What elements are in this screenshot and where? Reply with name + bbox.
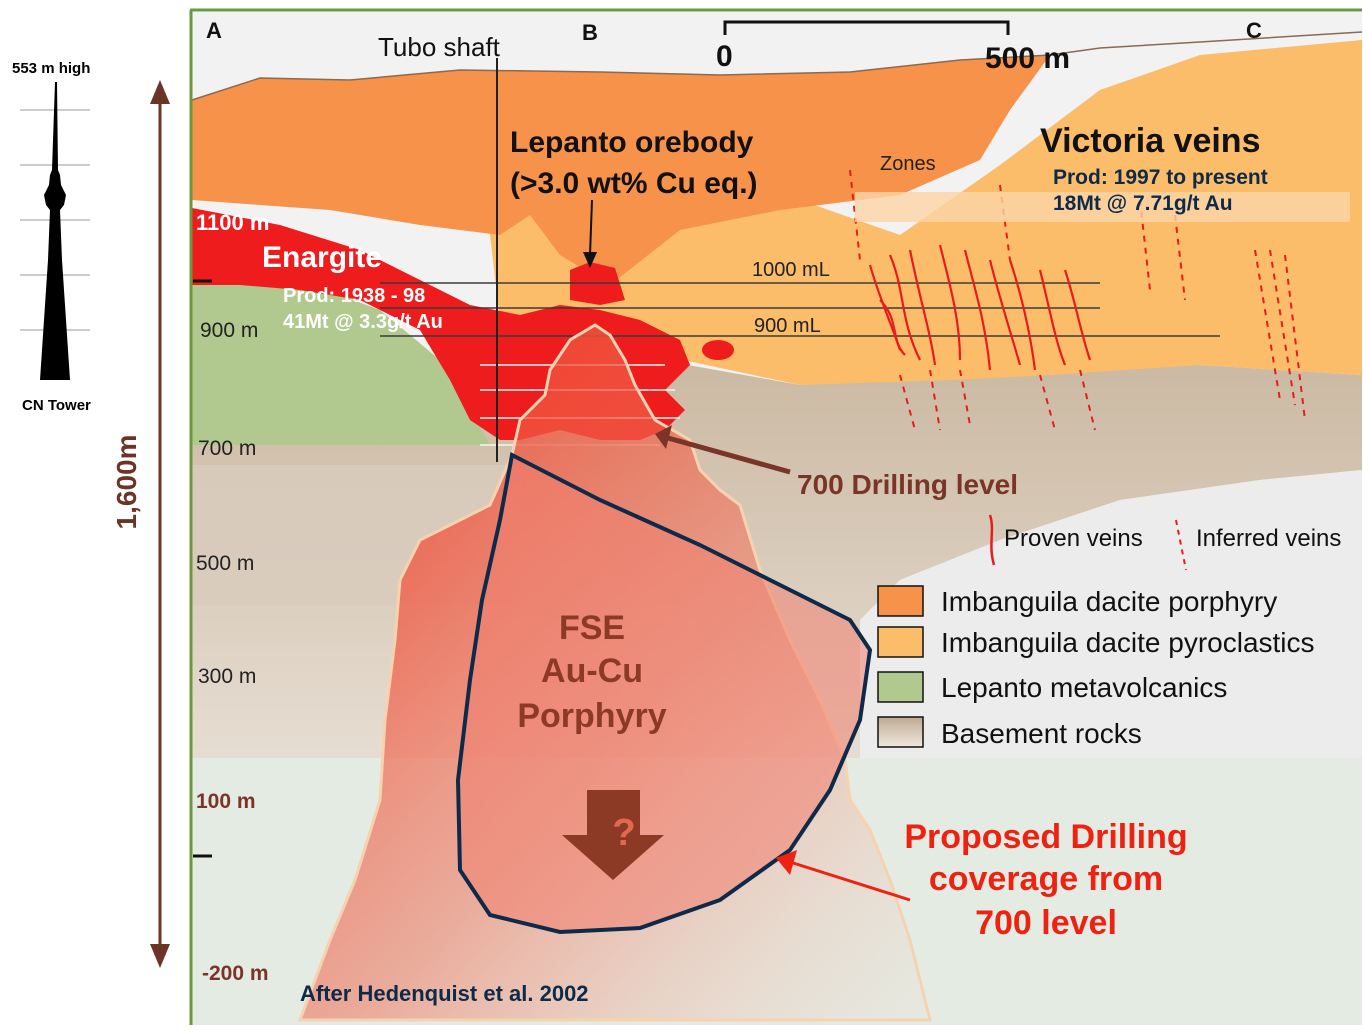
- enargite-title: Enargite: [262, 241, 382, 274]
- cn-tower-icon: [20, 82, 90, 380]
- point-b-label: B: [582, 20, 598, 45]
- inferred-veins: [849, 169, 1306, 431]
- scale-end-label: 500 m: [985, 42, 1070, 75]
- legend-swatch-pyroclastics: [877, 626, 924, 658]
- proven-veins: [868, 244, 1092, 371]
- elev-500: 500 m: [196, 552, 254, 575]
- fse-line3: Porphyry: [517, 697, 666, 735]
- elev-300: 300 m: [198, 665, 256, 688]
- victoria-band: [855, 192, 1350, 222]
- legend-metavolcanics-label: Lepanto metavolcanics: [941, 672, 1227, 703]
- dacite-pyroclastics: [480, 40, 1362, 385]
- legend-porphyry-label: Imbanguila dacite porphyry: [941, 586, 1277, 617]
- ore-pod-small: [702, 340, 734, 360]
- proposed-line3: 700 level: [975, 904, 1117, 942]
- proposed-line1: Proposed Drilling: [904, 818, 1187, 856]
- point-c-label: C: [1246, 18, 1262, 43]
- legend-swatch-porphyry: [877, 585, 924, 617]
- tower-height-label: 553 m high: [12, 60, 90, 77]
- height-span-arrow: [150, 80, 170, 968]
- surface-line: [191, 31, 1363, 101]
- question-mark: ?: [612, 812, 635, 854]
- elev-900: 900 m: [200, 319, 258, 342]
- point-a-label: A: [206, 18, 222, 43]
- lepanto-pointer-arrow: [583, 199, 597, 268]
- credit-label: After Hedenquist et al. 2002: [300, 981, 589, 1006]
- legend-swatch-metavolcanics: [877, 671, 924, 703]
- victoria-title: Victoria veins: [1040, 122, 1261, 160]
- enargite-prod: Prod: 1938 - 98: [283, 285, 425, 307]
- level-1000-label: 1000 mL: [752, 259, 830, 281]
- right-blank-zone: [860, 470, 1362, 758]
- legend-inferred-label: Inferred veins: [1196, 525, 1341, 552]
- legend-inferred-swatch: [1175, 519, 1187, 571]
- shaft-label: Tubo shaft: [378, 32, 501, 62]
- enargite-grade: 41Mt @ 3.3g/t Au: [283, 311, 443, 333]
- fse-line1: FSE: [559, 609, 625, 647]
- tower-name-label: CN Tower: [22, 397, 91, 414]
- proposed-pointer-arrow: [776, 850, 911, 902]
- proposed-line2: coverage from: [929, 860, 1163, 898]
- question-arrow: [562, 790, 664, 880]
- victoria-prod: Prod: 1997 to present: [1053, 166, 1268, 189]
- legend-proven-swatch: [988, 514, 996, 566]
- legend-basement-label: Basement rocks: [941, 718, 1142, 749]
- scale-zero-label: 0: [716, 40, 733, 73]
- level-900-label: 900 mL: [754, 315, 821, 337]
- zones-label: Zones: [880, 153, 936, 175]
- legend-pyroclastics-label: Imbanguila dacite pyroclastics: [941, 627, 1315, 658]
- lepanto-subtitle: (>3.0 wt% Cu eq.): [510, 167, 758, 200]
- scale-bar: [723, 20, 1010, 35]
- legend-proven-label: Proven veins: [1004, 525, 1143, 552]
- legend-swatch-basement: [877, 716, 924, 748]
- height-span-label: 1,600m: [111, 435, 142, 530]
- elev-1100: 1100 m: [196, 210, 269, 235]
- dacite-porphyry: [192, 55, 1050, 285]
- lepanto-metavolcanics: [192, 272, 490, 445]
- proposed-coverage-zone: [455, 451, 873, 935]
- drilling-level-arrow: [655, 425, 791, 475]
- elev-700: 700 m: [198, 437, 256, 460]
- fse-line2: Au-Cu: [541, 652, 643, 690]
- lepanto-title: Lepanto orebody: [510, 126, 754, 159]
- elev-minus-200: -200 m: [202, 962, 269, 985]
- drilling-level-label: 700 Drilling level: [797, 469, 1018, 500]
- victoria-grade: 18Mt @ 7.71g/t Au: [1053, 192, 1233, 215]
- elev-100: 100 m: [196, 790, 256, 813]
